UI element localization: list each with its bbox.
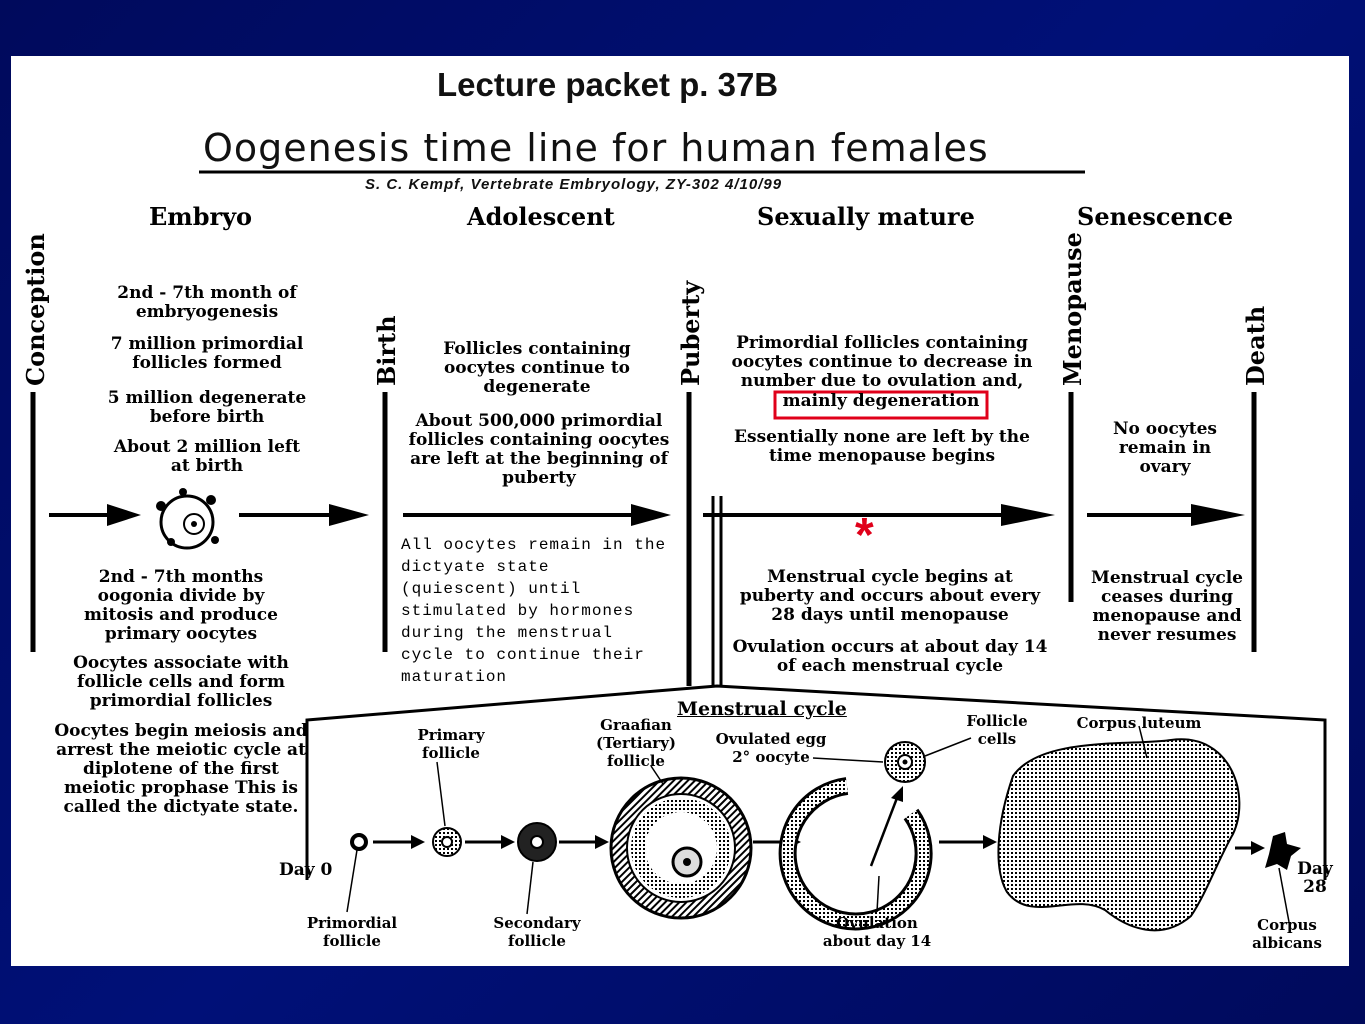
diagram-panel: Lecture packet p. 37B Oogenesis time lin…: [11, 56, 1349, 966]
adolescent-text-2: About 500,000 primordial follicles conta…: [408, 411, 670, 488]
timeline-arrows: [49, 504, 1245, 526]
mature-text-2: Essentially none are left by the time me…: [734, 427, 1030, 466]
diagram-title: Oogenesis time line for human females: [203, 126, 989, 170]
stage-embryo: Embryo: [149, 202, 253, 231]
mature-text-1: Primordial follicles containing oocytes …: [731, 333, 1033, 391]
label-secondary: Secondary follicle: [493, 914, 581, 950]
milestone-conception: Conception: [21, 233, 50, 386]
stage-adolescent: Adolescent: [467, 202, 615, 231]
embryo-text-3: 5 million degenerate before birth: [107, 388, 307, 427]
label-follicle-cells: Follicle cells: [966, 712, 1028, 748]
graafian-line-2: (Tertiary): [595, 734, 677, 752]
embryo-lower-1: 2nd - 7th months oogonia divide by mitos…: [84, 567, 278, 644]
label-graafian: Graafian (Tertiary) follicle: [583, 716, 689, 770]
embryo-text-4: About 2 million left at birth: [113, 437, 301, 476]
milestone-death: Death: [1241, 305, 1270, 386]
milestone-birth: Birth: [372, 315, 401, 386]
senescence-text-1: No oocytes remain in ovary: [1113, 419, 1217, 477]
label-primordial: Primordial follicle: [306, 914, 398, 950]
graafian-line-3: follicle: [607, 752, 665, 770]
embryo-text-1: 2nd - 7th month of embryogenesis: [117, 283, 297, 322]
day-0-label: Day 0: [279, 860, 333, 880]
cycle-drawings: [346, 725, 1301, 932]
ovulated-line-2: 2° oocyte: [732, 748, 810, 766]
mature-lower-1: Menstrual cycle begins at puberty and oc…: [739, 567, 1041, 625]
adolescent-text-1: Follicles containing oocytes continue to…: [443, 339, 631, 397]
day-28-number: 28: [1303, 877, 1327, 897]
ovulated-line-1: Ovulated egg: [715, 730, 827, 748]
label-ovulated-egg: Ovulated egg 2° oocyte: [711, 730, 831, 766]
embryo-text-2: 7 million primordial follicles formed: [110, 334, 304, 373]
milestone-menopause: Menopause: [1058, 232, 1087, 386]
day-28-word: Day: [1297, 859, 1333, 879]
cycle-outline: [305, 684, 1327, 880]
label-primary: Primary follicle: [417, 726, 485, 762]
credit-line: S. C. Kempf, Vertebrate Embryology, ZY-3…: [365, 176, 783, 193]
stage-sexually-mature: Sexually mature: [757, 202, 975, 231]
mature-lower-2: Ovulation occurs at about day 14 of each…: [732, 637, 1048, 676]
highlight-box: [773, 390, 989, 420]
highlighted-text: mainly degeneration: [782, 391, 980, 411]
label-ovulation: Ovulation about day 14: [822, 914, 932, 950]
label-corpus-albicans: Corpus albicans: [1252, 916, 1322, 952]
dictyate-note: All oocytes remain in the dictyate state…: [401, 536, 667, 686]
embryo-lower-2: Oocytes associate with follicle cells an…: [73, 653, 289, 711]
senescence-lower-1: Menstrual cycle ceases during menopause …: [1091, 568, 1243, 645]
milestone-puberty: Puberty: [676, 280, 705, 386]
graafian-line-1: Graafian: [600, 716, 672, 734]
timeline-drawing: [30, 170, 1327, 932]
embryo-lower-3: Oocytes begin meiosis and arrest the mei…: [54, 721, 308, 817]
day-28-label: Day 28: [1291, 860, 1339, 896]
red-asterisk: *: [855, 509, 874, 562]
stage-senescence: Senescence: [1077, 202, 1234, 231]
label-corpus-luteum: Corpus luteum: [1076, 714, 1202, 732]
embryo-oocyte-drawing: [156, 488, 219, 550]
cycle-title: Menstrual cycle: [677, 698, 847, 720]
packet-label: Lecture packet p. 37B: [437, 66, 779, 103]
